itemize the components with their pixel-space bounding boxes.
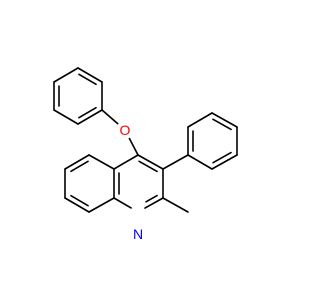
phenoxy-bond-3 — [77, 109, 103, 125]
phenoxy-bond-1-inner — [78, 73, 97, 86]
phenyl-attach-bond — [162, 154, 189, 170]
phenoxy-bond-4 — [53, 109, 79, 125]
benzo-bond-5 — [88, 197, 115, 213]
bond-layer — [53, 67, 238, 213]
benzo-bond-1 — [88, 154, 115, 170]
benzo-bond-4-inner — [70, 194, 89, 207]
molecule-diagram: O N — [53, 67, 238, 243]
quinoline-bond-n-c8a — [113, 197, 132, 209]
benzo-bond-4 — [64, 197, 90, 213]
phenyl-bond-5-inner — [212, 151, 232, 164]
atom-label-layer: O N — [116, 121, 147, 243]
phenyl-bond-3-inner — [212, 118, 232, 131]
phenoxy-bond-6 — [53, 67, 79, 83]
benzo-bond-2 — [64, 154, 90, 170]
methyl-bond — [162, 197, 189, 213]
nitrogen-atom-label: N — [133, 226, 143, 242]
phenoxy-bond-3-inner — [78, 106, 97, 119]
nitrogen-atom-background — [129, 225, 147, 243]
ether-bond-aryl — [101, 109, 120, 126]
quinoline-bond-c4-c3 — [137, 154, 164, 170]
oxygen-atom-background — [116, 121, 134, 139]
phenyl-bond-6 — [187, 154, 213, 170]
quinoline-bond-c2-n — [144, 197, 164, 209]
quinoline-bond-c4a-c4 — [113, 154, 139, 170]
quinoline-bond-c4-c3-inner — [138, 160, 158, 173]
ether-bond-quinoline — [127, 136, 139, 156]
quinoline-bond-c2-n-inner — [145, 194, 158, 203]
phenoxy-bond-1 — [77, 67, 103, 83]
oxygen-atom-label: O — [120, 122, 131, 138]
phenyl-bond-3 — [211, 112, 238, 128]
benzo-bond-2-inner — [70, 160, 89, 173]
phenyl-bond-2 — [187, 112, 213, 128]
phenyl-bond-5 — [211, 154, 238, 170]
